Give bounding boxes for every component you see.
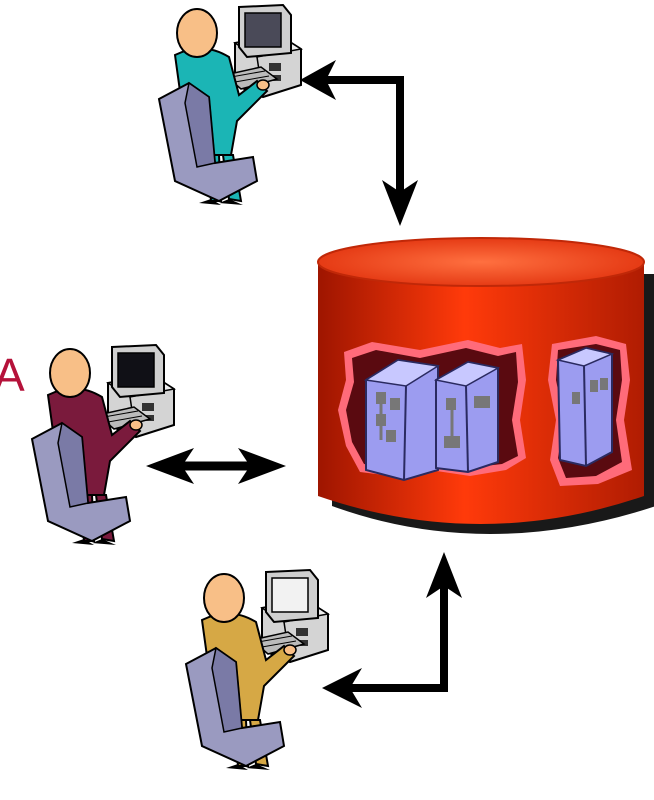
arrow-bottom-head-up — [426, 552, 462, 598]
computer-icon — [96, 343, 177, 439]
server-icon — [555, 346, 615, 468]
server-icon — [363, 358, 441, 482]
monitor-screen — [117, 352, 155, 388]
users-group — [30, 3, 331, 770]
arrow-bottom-head-left — [322, 668, 362, 708]
arrow-bottom-link — [346, 584, 448, 692]
person-head — [49, 348, 91, 398]
arrow-left-head-left — [146, 448, 194, 484]
arrow-top-link — [320, 76, 404, 212]
user-workstation-left — [30, 343, 177, 545]
person-head — [176, 8, 218, 58]
arrow-left-head-right — [238, 448, 286, 484]
database-top — [317, 237, 645, 287]
arrow-top-head-down — [382, 180, 418, 226]
person-head — [203, 573, 245, 623]
connector-arrows — [146, 60, 462, 708]
user-workstation-bottom — [184, 568, 331, 770]
arrow-top-head-left — [300, 60, 336, 100]
user-workstation-top — [157, 3, 304, 205]
cropped-letter: A — [0, 349, 25, 401]
server-icon — [433, 360, 501, 474]
database-cylinder-icon — [317, 237, 654, 534]
monitor-screen — [271, 577, 309, 613]
monitor-screen — [244, 12, 282, 48]
